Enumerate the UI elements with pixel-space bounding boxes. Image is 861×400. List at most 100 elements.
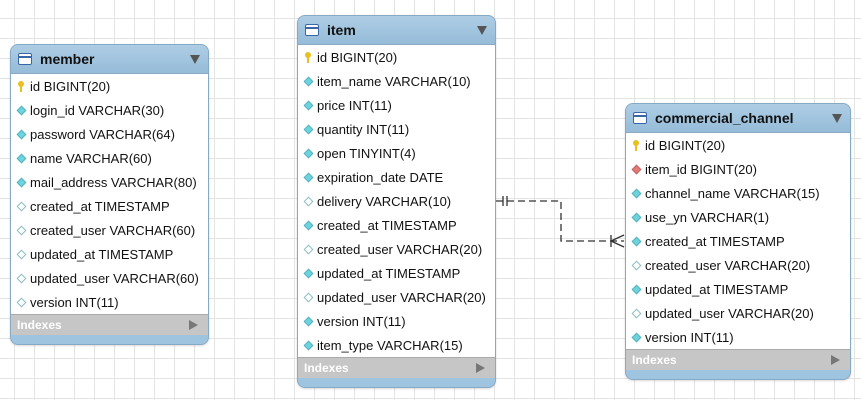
column-row[interactable]: quantity INT(11) — [298, 117, 495, 141]
column-label: expiration_date DATE — [317, 169, 444, 185]
column-row[interactable]: updated_user VARCHAR(20) — [626, 301, 850, 325]
column-row[interactable]: channel_name VARCHAR(15) — [626, 181, 850, 205]
column-row[interactable]: open TINYINT(4) — [298, 141, 495, 165]
column-row[interactable]: created_at TIMESTAMP — [626, 229, 850, 253]
column-label: open TINYINT(4) — [317, 145, 416, 161]
column-label: updated_user VARCHAR(20) — [317, 289, 486, 305]
column-label: version INT(11) — [30, 294, 119, 310]
primary-key-icon — [631, 139, 641, 151]
column-label: version INT(11) — [645, 329, 734, 345]
column-row[interactable]: item_id BIGINT(20) — [626, 157, 850, 181]
column-label: use_yn VARCHAR(1) — [645, 209, 770, 225]
table-icon — [633, 112, 647, 124]
table-icon — [18, 53, 32, 65]
column-row[interactable]: mail_address VARCHAR(80) — [11, 170, 208, 194]
collapse-arrow-icon[interactable] — [832, 114, 842, 123]
column-row[interactable]: password VARCHAR(64) — [11, 122, 208, 146]
column-label: mail_address VARCHAR(80) — [30, 174, 197, 190]
column-row[interactable]: version INT(11) — [298, 309, 495, 333]
table-bottom-bar — [11, 335, 208, 344]
table-header-commercial-channel[interactable]: commercial_channel — [626, 104, 850, 132]
collapse-arrow-icon[interactable] — [190, 55, 200, 64]
table-title: member — [40, 51, 95, 67]
column-row[interactable]: item_type VARCHAR(15) — [298, 333, 495, 357]
column-row[interactable]: updated_at TIMESTAMP — [11, 242, 208, 266]
column-row[interactable]: expiration_date DATE — [298, 165, 495, 189]
expand-arrow-icon[interactable] — [476, 363, 485, 373]
column-row[interactable]: name VARCHAR(60) — [11, 146, 208, 170]
expand-arrow-icon[interactable] — [831, 355, 840, 365]
table-header-member[interactable]: member — [11, 45, 208, 73]
column-label: created_at TIMESTAMP — [645, 233, 785, 249]
table-commercial-channel[interactable]: commercial_channel id BIGINT(20) item_id… — [625, 103, 851, 380]
column-row[interactable]: use_yn VARCHAR(1) — [626, 205, 850, 229]
table-member[interactable]: member id BIGINT(20) login_id VARCHAR(30… — [10, 44, 209, 345]
table-bottom-bar — [298, 378, 495, 387]
table-title: commercial_channel — [655, 110, 794, 126]
column-label: created_user VARCHAR(20) — [645, 257, 811, 273]
column-label: created_at TIMESTAMP — [317, 217, 457, 233]
column-label: item_type VARCHAR(15) — [317, 337, 463, 353]
column-row[interactable]: created_user VARCHAR(20) — [298, 237, 495, 261]
column-row[interactable]: updated_at TIMESTAMP — [298, 261, 495, 285]
column-label: created_user VARCHAR(60) — [30, 222, 196, 238]
indexes-section[interactable]: Indexes — [11, 314, 208, 335]
column-row[interactable]: version INT(11) — [626, 325, 850, 349]
column-list: id BIGINT(20) login_id VARCHAR(30) passw… — [11, 73, 208, 314]
column-label: updated_at TIMESTAMP — [645, 281, 789, 297]
column-row[interactable]: id BIGINT(20) — [11, 74, 208, 98]
column-label: updated_at TIMESTAMP — [317, 265, 461, 281]
indexes-section[interactable]: Indexes — [298, 357, 495, 378]
expand-arrow-icon[interactable] — [189, 320, 198, 330]
column-row[interactable]: updated_at TIMESTAMP — [626, 277, 850, 301]
column-label: item_id BIGINT(20) — [645, 161, 757, 177]
column-row[interactable]: created_user VARCHAR(20) — [626, 253, 850, 277]
column-label: created_user VARCHAR(20) — [317, 241, 483, 257]
column-row[interactable]: price INT(11) — [298, 93, 495, 117]
column-label: id BIGINT(20) — [645, 137, 726, 153]
column-label: id BIGINT(20) — [317, 49, 398, 65]
column-row[interactable]: version INT(11) — [11, 290, 208, 314]
column-label: id BIGINT(20) — [30, 78, 111, 94]
column-list: id BIGINT(20) item_id BIGINT(20) channel… — [626, 132, 850, 349]
many-crowfoot-mark — [610, 240, 625, 248]
table-item[interactable]: item id BIGINT(20) item_name VARCHAR(10)… — [297, 15, 496, 388]
column-label: name VARCHAR(60) — [30, 150, 152, 166]
column-row[interactable]: login_id VARCHAR(30) — [11, 98, 208, 122]
column-label: updated_user VARCHAR(20) — [645, 305, 814, 321]
many-crowfoot-mark — [610, 234, 625, 242]
column-list: id BIGINT(20) item_name VARCHAR(10) pric… — [298, 44, 495, 357]
column-label: channel_name VARCHAR(15) — [645, 185, 820, 201]
column-label: quantity INT(11) — [317, 121, 410, 137]
table-title: item — [327, 22, 356, 38]
column-row[interactable]: item_name VARCHAR(10) — [298, 69, 495, 93]
table-icon — [305, 24, 319, 36]
column-label: created_at TIMESTAMP — [30, 198, 170, 214]
column-label: price INT(11) — [317, 97, 392, 113]
primary-key-icon — [303, 51, 313, 63]
collapse-arrow-icon[interactable] — [477, 26, 487, 35]
indexes-section[interactable]: Indexes — [626, 349, 850, 370]
primary-key-icon — [16, 80, 26, 92]
indexes-label: Indexes — [632, 353, 677, 367]
column-row[interactable]: id BIGINT(20) — [298, 45, 495, 69]
column-label: delivery VARCHAR(10) — [317, 193, 452, 209]
relationship-line — [496, 200, 624, 242]
column-row[interactable]: delivery VARCHAR(10) — [298, 189, 495, 213]
indexes-label: Indexes — [304, 361, 349, 375]
table-header-item[interactable]: item — [298, 16, 495, 44]
column-row[interactable]: created_at TIMESTAMP — [11, 194, 208, 218]
column-label: login_id VARCHAR(30) — [30, 102, 165, 118]
column-row[interactable]: updated_user VARCHAR(20) — [298, 285, 495, 309]
column-label: version INT(11) — [317, 313, 406, 329]
column-row[interactable]: created_at TIMESTAMP — [298, 213, 495, 237]
column-label: updated_at TIMESTAMP — [30, 246, 174, 262]
column-row[interactable]: id BIGINT(20) — [626, 133, 850, 157]
column-label: updated_user VARCHAR(60) — [30, 270, 199, 286]
column-label: item_name VARCHAR(10) — [317, 73, 471, 89]
column-row[interactable]: created_user VARCHAR(60) — [11, 218, 208, 242]
indexes-label: Indexes — [17, 318, 62, 332]
column-row[interactable]: updated_user VARCHAR(60) — [11, 266, 208, 290]
column-label: password VARCHAR(64) — [30, 126, 175, 142]
